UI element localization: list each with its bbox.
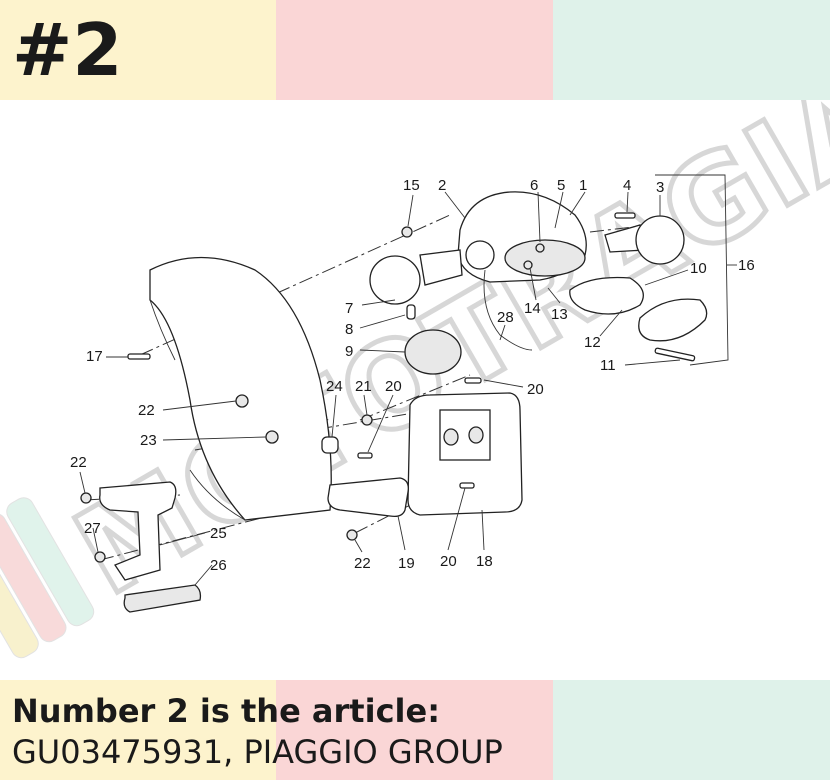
- caption-article-code: GU03475931, PIAGGIO GROUP: [12, 733, 503, 771]
- hardware: [80, 212, 696, 563]
- callout-10: 10: [690, 260, 707, 277]
- turn-signal-right: [604, 215, 685, 265]
- callout-3: 3: [656, 179, 664, 196]
- bottom-color-band: [0, 680, 830, 780]
- taillight-housing: [457, 191, 587, 283]
- callout-20b: 20: [527, 381, 544, 398]
- callout-19: 19: [398, 555, 415, 572]
- callout-15: 15: [403, 177, 420, 194]
- callout-20a: 20: [385, 378, 402, 395]
- bulb-holder: [569, 276, 644, 315]
- part-number-badge: #2: [12, 8, 123, 92]
- callout-7: 7: [345, 300, 353, 317]
- bracket: [327, 477, 409, 518]
- lens: [638, 298, 708, 342]
- callout-18: 18: [476, 553, 493, 570]
- callout-21: 21: [355, 378, 372, 395]
- plate-holder: [407, 392, 523, 516]
- callout-12: 12: [584, 334, 601, 351]
- callout-6: 6: [530, 177, 538, 194]
- reflector-bracket: [99, 481, 177, 581]
- callout-24: 24: [326, 378, 343, 395]
- rear-fender: [149, 256, 332, 521]
- turn-signal-left: [369, 249, 463, 305]
- callout-9: 9: [345, 343, 353, 360]
- top-color-band: [0, 0, 830, 100]
- callout-28: 28: [497, 309, 514, 326]
- callout-11: 11: [600, 357, 616, 374]
- caption-heading: Number 2 is the article:: [12, 692, 440, 730]
- callout-2: 2: [438, 177, 446, 194]
- callout-17: 17: [86, 348, 103, 365]
- callout-labels: 15 2 6 5 1 4 3 16 10 7 14 13 8 28 9 12 1…: [70, 177, 755, 574]
- cable: [483, 269, 533, 351]
- callout-25: 25: [210, 525, 227, 542]
- callout-13: 13: [551, 306, 568, 323]
- callout-14: 14: [524, 300, 541, 317]
- leader-lines: [79, 191, 689, 586]
- callout-16: 16: [738, 257, 755, 274]
- callout-22a: 22: [138, 402, 155, 419]
- callout-26: 26: [210, 557, 227, 574]
- callout-23: 23: [140, 432, 157, 449]
- callout-8: 8: [345, 321, 353, 338]
- callout-22c: 22: [354, 555, 371, 572]
- callout-27: 27: [84, 520, 101, 537]
- signal-lens: [404, 329, 462, 375]
- exploded-parts-diagram: MOTOTRAGIA: [0, 100, 830, 659]
- callout-20c: 20: [440, 553, 457, 570]
- reflector: [123, 584, 202, 613]
- callout-22b: 22: [70, 454, 87, 471]
- callout-4: 4: [623, 177, 631, 194]
- callout-5: 5: [557, 177, 565, 194]
- callout-1: 1: [579, 177, 587, 194]
